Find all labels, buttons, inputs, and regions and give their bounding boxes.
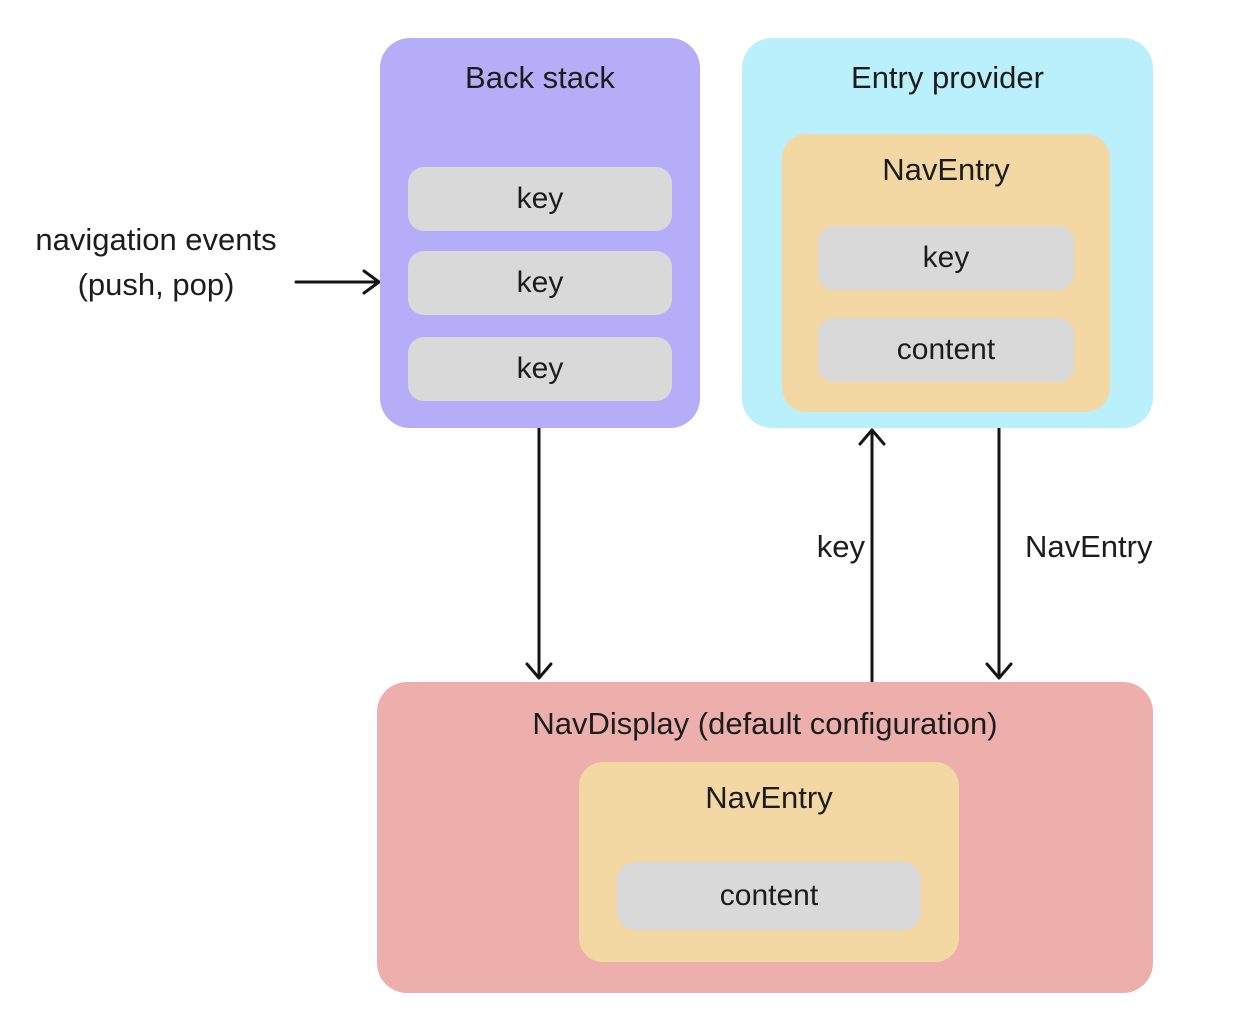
entry-provider-naventry-box: NavEntry key content <box>782 134 1110 412</box>
naventry-arrow-label: NavEntry <box>1025 529 1153 564</box>
navigation-events-line2: (push, pop) <box>77 267 235 302</box>
back-stack-key-chip: key <box>408 251 672 315</box>
entry-provider-naventry-title: NavEntry <box>882 152 1010 187</box>
navigation-events-line1: navigation events <box>35 222 277 257</box>
back-stack-title: Back stack <box>465 60 615 95</box>
back-stack-key-chip: key <box>408 337 672 401</box>
nav-display-naventry-title: NavEntry <box>705 780 833 815</box>
nav-display-content-chip: content <box>617 862 921 930</box>
navigation-events-label: navigation events (push, pop) <box>10 217 302 307</box>
naventry-content-chip: content <box>818 318 1074 382</box>
nav-display-box: NavDisplay (default configuration) NavEn… <box>377 682 1153 993</box>
nav-display-naventry-box: NavEntry content <box>579 762 959 962</box>
entry-provider-title: Entry provider <box>851 60 1044 95</box>
naventry-key-chip: key <box>818 226 1074 290</box>
push-pop-arrow <box>294 269 381 295</box>
nav-display-title: NavDisplay (default configuration) <box>532 706 998 741</box>
naventry-down-arrow <box>985 426 1013 680</box>
backstack-to-navdisplay-arrow <box>525 426 553 680</box>
back-stack-box: Back stack key key key <box>380 38 700 428</box>
key-arrow-label: key <box>816 529 865 564</box>
entry-provider-box: Entry provider NavEntry key content <box>742 38 1153 428</box>
back-stack-key-chip: key <box>408 167 672 231</box>
